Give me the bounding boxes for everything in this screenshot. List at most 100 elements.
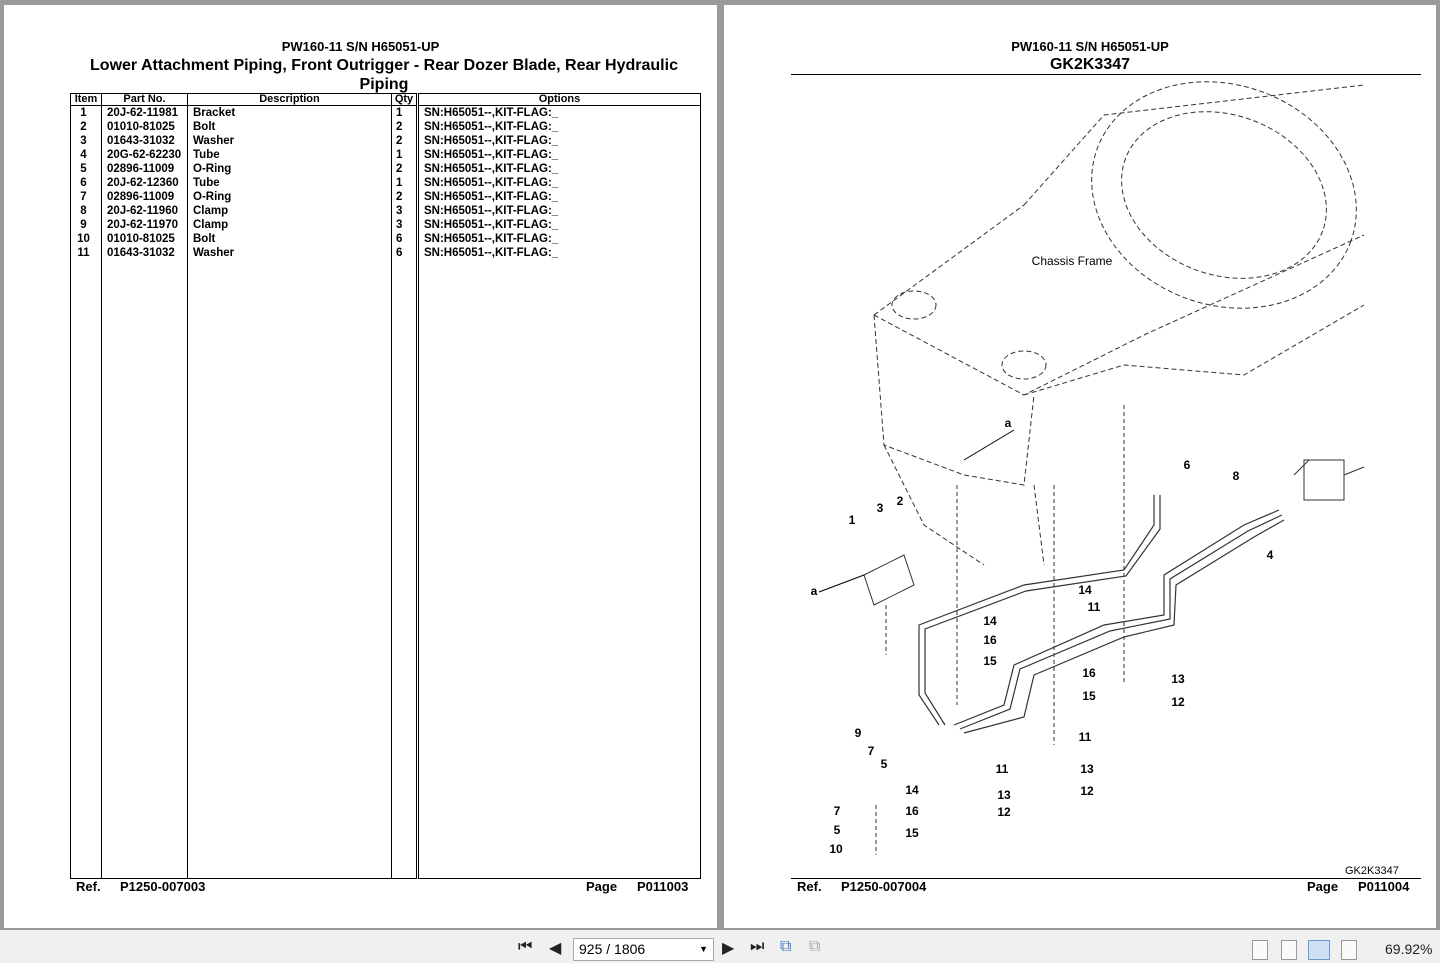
callout-label: 16 (983, 633, 997, 647)
cell-item: 10 (70, 232, 102, 246)
page-number: P011004 (1358, 879, 1410, 894)
forward-view-icon[interactable]: ⧉ (809, 938, 821, 955)
model-heading: PW160-11 S/N H65051-UP (281, 39, 440, 54)
col-options: Options (417, 93, 701, 106)
cell-item: 5 (70, 162, 102, 176)
divider (791, 878, 1421, 879)
callout-label: 8 (1232, 469, 1240, 483)
cell-qty: 3 (391, 204, 419, 218)
callout-label: 7 (867, 744, 875, 758)
next-page-icon[interactable]: ▶ (722, 940, 735, 957)
page-label: Page (586, 879, 618, 894)
cell-item: 9 (70, 218, 102, 232)
bottom-toolbar: ⏮ ◀ ▶ ⏭ ⧉ ⧉ (0, 930, 1440, 963)
cell-options: SN:H65051--,KIT-FLAG:_ (417, 176, 701, 190)
model-heading: PW160-11 S/N H65051-UP (1011, 39, 1169, 54)
dash-leaders (875, 405, 1125, 855)
col-part-no: Part No. (101, 93, 188, 106)
callout-label: 11 (1087, 600, 1101, 614)
first-page-icon[interactable]: ⏮ (518, 938, 533, 955)
cell-item: 7 (70, 190, 102, 204)
cell-part-no: 02896-11009 (101, 162, 188, 176)
control-valve (1293, 459, 1365, 501)
continuous-facing-view-icon[interactable] (1341, 940, 1357, 960)
callout-label: 12 (1171, 695, 1185, 709)
cell-item: 1 (70, 105, 102, 120)
cell-part-no: 01010-81025 (101, 232, 188, 246)
cell-options: SN:H65051--,KIT-FLAG:_ (417, 204, 701, 218)
callout-label: 4 (1266, 548, 1274, 562)
cell-item: 4 (70, 148, 102, 162)
callout-label: 10 (829, 842, 843, 856)
cell-description: Bracket (187, 105, 392, 120)
hydraulic-tubes (918, 495, 1285, 734)
single-page-view-icon[interactable] (1252, 940, 1268, 960)
diagram-id: GK2K3347 (1345, 865, 1399, 877)
chassis-frame (873, 81, 1365, 566)
callout-label: 7 (833, 804, 841, 818)
cell-item: 2 (70, 120, 102, 134)
cell-description: Clamp (187, 218, 392, 232)
page-number-select[interactable]: 925 / 1806▼ (573, 938, 714, 961)
cell-options: SN:H65051--,KIT-FLAG:_ (417, 134, 701, 148)
cell-options: SN:H65051--,KIT-FLAG:_ (417, 162, 701, 176)
callout-label: 5 (833, 823, 841, 837)
ref-label: Ref. (797, 879, 822, 894)
col-description: Description (187, 93, 392, 106)
cell-description: Washer (187, 246, 392, 260)
cell-qty: 3 (391, 218, 419, 232)
ref-number: P1250-007004 (841, 879, 927, 894)
callout-label: 16 (1082, 666, 1096, 680)
callout-label: a (1004, 416, 1012, 430)
cell-description: Bolt (187, 120, 392, 134)
cell-qty: 2 (391, 190, 419, 204)
callout-label: 13 (997, 788, 1011, 802)
last-page-icon[interactable]: ⏭ (750, 938, 765, 955)
cell-qty: 2 (391, 134, 419, 148)
cell-description: O-Ring (187, 162, 392, 176)
exploded-diagram (818, 81, 1365, 855)
zoom-level[interactable]: 69.92% (1385, 941, 1433, 957)
ref-number: P1250-007003 (120, 879, 206, 894)
facing-view-icon[interactable] (1308, 940, 1330, 960)
cell-part-no: 20J-62-11981 (101, 105, 188, 120)
cell-item: 6 (70, 176, 102, 190)
cell-item: 3 (70, 134, 102, 148)
cell-options: SN:H65051--,KIT-FLAG:_ (417, 218, 701, 232)
back-view-icon[interactable]: ⧉ (780, 938, 792, 955)
cell-item: 11 (70, 246, 102, 260)
arrow-a (818, 429, 1015, 593)
callout-label: 6 (1183, 458, 1191, 472)
callout-label: 13 (1080, 762, 1094, 776)
continuous-view-icon[interactable] (1281, 940, 1297, 960)
cell-description: O-Ring (187, 190, 392, 204)
page-title: Lower Attachment Piping, Front Outrigger… (90, 57, 678, 93)
cell-part-no: 20J-62-12360 (101, 176, 188, 190)
page-label: Page (1307, 879, 1339, 894)
cell-description: Clamp (187, 204, 392, 218)
prev-page-icon[interactable]: ◀ (549, 940, 562, 957)
cell-qty: 1 (391, 148, 419, 162)
callout-label: 14 (905, 783, 919, 797)
cell-options: SN:H65051--,KIT-FLAG:_ (417, 148, 701, 162)
diagram-title: GK2K3347 (1049, 56, 1131, 73)
cell-qty: 2 (391, 162, 419, 176)
cell-qty: 1 (391, 176, 419, 190)
page-number: P011003 (637, 879, 689, 894)
callout-label: 15 (983, 654, 997, 668)
cell-options: SN:H65051--,KIT-FLAG:_ (417, 190, 701, 204)
page-number-value: 925 / 1806 (579, 941, 646, 957)
table-filler (70, 260, 701, 879)
callout-label: 14 (1078, 583, 1092, 597)
callout-label: 16 (905, 804, 919, 818)
bracket (863, 554, 915, 606)
